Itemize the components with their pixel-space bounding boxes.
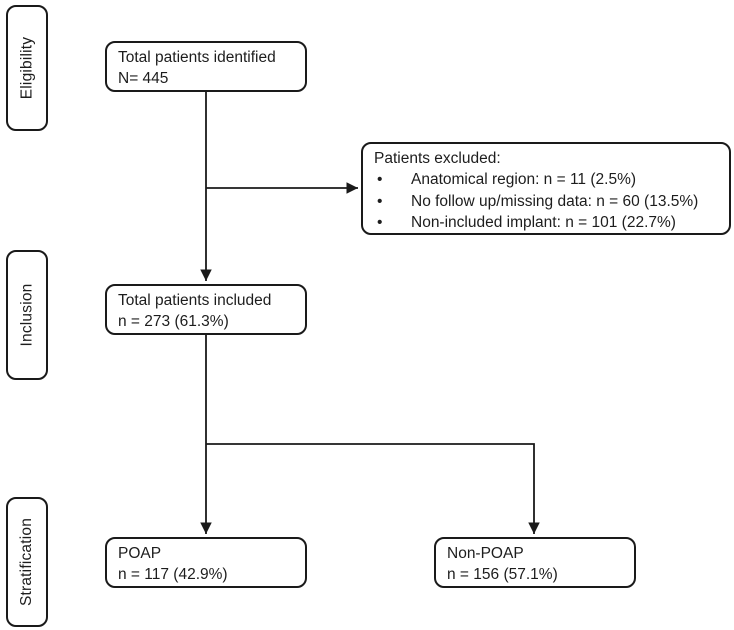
bullet-icon: • bbox=[377, 214, 383, 232]
box-value: n = 117 (42.9%) bbox=[118, 566, 228, 584]
bullet-icon: • bbox=[377, 171, 383, 189]
box-patients-excluded: Patients excluded: • Anatomical region: … bbox=[361, 142, 731, 235]
box-value: N= 445 bbox=[118, 70, 169, 88]
excluded-item: • Non-included implant: n = 101 (22.7%) bbox=[374, 212, 719, 233]
box-title: Total patients identified bbox=[118, 49, 276, 66]
box-poap: POAP n = 117 (42.9%) bbox=[105, 537, 307, 588]
bullet-icon: • bbox=[377, 192, 383, 210]
box-total-patients-identified: Total patients identified N= 445 bbox=[105, 41, 307, 92]
stage-label-stratification: Stratification bbox=[6, 497, 48, 627]
stage-label-text: Inclusion bbox=[18, 283, 36, 347]
excluded-item-text: No follow up/missing data: n = 60 (13.5%… bbox=[411, 192, 699, 210]
box-value: n = 156 (57.1%) bbox=[447, 566, 558, 584]
excluded-item: • Anatomical region: n = 11 (2.5%) bbox=[374, 169, 719, 190]
stage-label-inclusion: Inclusion bbox=[6, 250, 48, 380]
box-title: POAP bbox=[118, 545, 162, 562]
box-non-poap: Non-POAP n = 156 (57.1%) bbox=[434, 537, 636, 588]
arrow-included-to-nonpoap bbox=[206, 443, 540, 534]
box-value: n = 273 (61.3%) bbox=[118, 313, 229, 331]
excluded-item: • No follow up/missing data: n = 60 (13.… bbox=[374, 191, 719, 212]
box-title: Total patients included bbox=[118, 292, 272, 309]
stage-label-text: Eligibility bbox=[18, 36, 35, 100]
box-total-patients-included: Total patients included n = 273 (61.3%) bbox=[105, 284, 307, 335]
stage-label-text: Stratification bbox=[18, 517, 35, 607]
box-title: Non-POAP bbox=[447, 545, 524, 562]
box-title: Patients excluded: bbox=[374, 150, 501, 167]
excluded-item-text: Anatomical region: n = 11 (2.5%) bbox=[411, 171, 637, 189]
stage-label-eligibility: Eligibility bbox=[6, 5, 48, 131]
excluded-item-text: Non-included implant: n = 101 (22.7%) bbox=[411, 214, 676, 232]
